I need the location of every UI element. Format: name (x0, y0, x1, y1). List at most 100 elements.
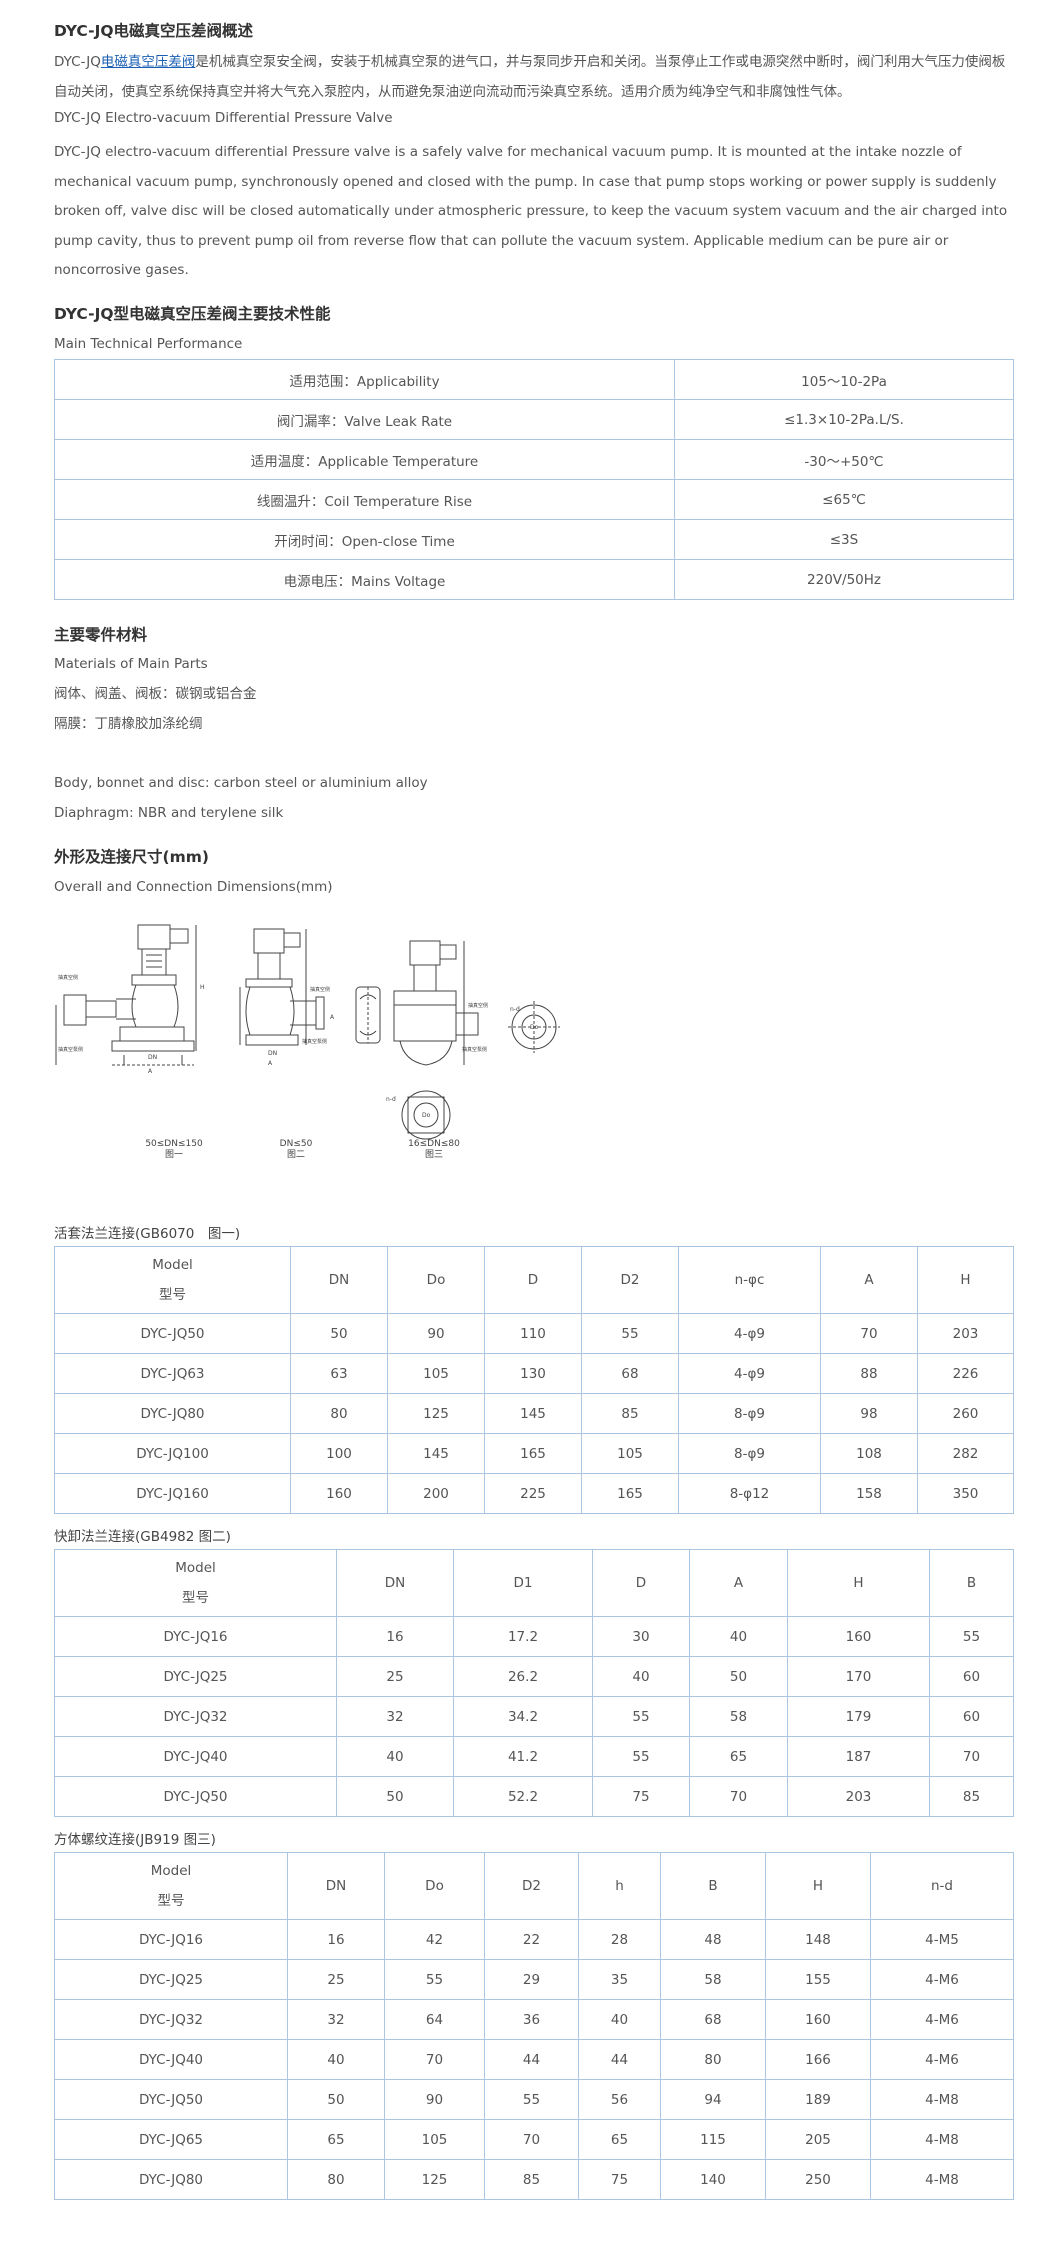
value-cell: 4-M6 (870, 2039, 1014, 2080)
value-cell: 225 (484, 1473, 582, 1514)
figure-1-valve: 抽真空侧 抽真空泵侧 H DN A (55, 924, 205, 1075)
column-header: DN (336, 1549, 454, 1617)
value-cell: 90 (384, 2079, 485, 2120)
performance-value: ≤1.3×10-2Pa.L/S. (674, 399, 1014, 440)
column-header: n-d (870, 1852, 1014, 1920)
svg-text:A: A (268, 1060, 273, 1067)
value-cell: 8-φ9 (678, 1393, 821, 1434)
svg-text:抽真空泵侧: 抽真空泵侧 (302, 1038, 327, 1045)
value-cell: 125 (384, 2159, 485, 2200)
model-cell: DYC-JQ50 (54, 1776, 337, 1817)
column-header: DN (290, 1246, 388, 1314)
performance-title: DYC-JQ型电磁真空压差阀主要技术性能 (54, 305, 331, 323)
value-cell: 60 (929, 1656, 1014, 1697)
performance-value: ≤3S (674, 519, 1014, 560)
value-cell: 35 (578, 1959, 661, 2000)
svg-text:A: A (330, 1014, 335, 1021)
value-cell: 205 (765, 2119, 871, 2160)
svg-text:Do: Do (422, 1112, 431, 1119)
value-cell: 115 (660, 2119, 766, 2160)
model-cell: DYC-JQ80 (54, 2159, 288, 2200)
valve-link[interactable]: 电磁真空压差阀 (100, 54, 196, 70)
model-cell: DYC-JQ25 (54, 1656, 337, 1697)
materials-line-2-cn: 隔膜：丁腈橡胶加涤纶绸 (54, 716, 203, 732)
header-model-cn: 型号 (182, 1590, 209, 1606)
value-cell: 32 (287, 1999, 385, 2040)
value-cell: 350 (917, 1473, 1014, 1514)
value-cell: 98 (820, 1393, 918, 1434)
value-cell: 44 (578, 2039, 661, 2080)
header-model-en: Model (175, 1560, 216, 1576)
value-cell: 50 (336, 1776, 454, 1817)
value-cell: 105 (387, 1353, 485, 1394)
model-cell: DYC-JQ25 (54, 1959, 288, 2000)
value-cell: 55 (484, 2079, 579, 2120)
svg-text:抽真空侧: 抽真空侧 (310, 986, 330, 993)
value-cell: 145 (484, 1393, 582, 1434)
column-header: D (592, 1549, 690, 1617)
value-cell: 140 (660, 2159, 766, 2200)
value-cell: 88 (820, 1353, 918, 1394)
value-cell: 4-M6 (870, 1959, 1014, 2000)
value-cell: 100 (290, 1433, 388, 1474)
value-cell: 8-φ9 (678, 1433, 821, 1474)
model-cell: DYC-JQ50 (54, 2079, 288, 2120)
value-cell: 165 (581, 1473, 679, 1514)
value-cell: 48 (660, 1919, 766, 1960)
figure-3-caption: 16≤DN≤80 图三 (384, 1139, 484, 1161)
value-cell: 16 (287, 1919, 385, 1960)
column-header: H (765, 1852, 871, 1920)
value-cell: 158 (820, 1473, 918, 1514)
value-cell: 85 (484, 2159, 579, 2200)
value-cell: 16 (336, 1616, 454, 1657)
model-cell: DYC-JQ65 (54, 2119, 288, 2160)
svg-text:n-d: n-d (386, 1096, 396, 1103)
value-cell: 34.2 (453, 1696, 593, 1737)
header-model-cn: 型号 (157, 1893, 185, 1909)
value-cell: 70 (929, 1736, 1014, 1777)
materials-subtitle: Materials of Main Parts (54, 656, 208, 672)
materials-line-2-en: Diaphragm: NBR and terylene silk (54, 805, 284, 821)
value-cell: 85 (929, 1776, 1014, 1817)
value-cell: 148 (765, 1919, 871, 1960)
performance-label: 适用温度：Applicable Temperature (54, 439, 675, 480)
header-model: Model 型号 (54, 1549, 337, 1617)
svg-text:抽真空侧: 抽真空侧 (58, 974, 78, 981)
column-header: Do (387, 1246, 485, 1314)
value-cell: 108 (820, 1433, 918, 1474)
svg-text:DN: DN (148, 1054, 157, 1061)
figure-2-label: 图二 (286, 1150, 305, 1160)
value-cell: 44 (484, 2039, 579, 2080)
performance-label: 开闭时间：Open-close Time (54, 519, 675, 560)
performance-label: 线圈温升：Coil Temperature Rise (54, 479, 675, 520)
value-cell: 250 (765, 2159, 871, 2200)
value-cell: 52.2 (453, 1776, 593, 1817)
performance-label: 阀门漏率：Valve Leak Rate (54, 399, 675, 440)
model-cell: DYC-JQ80 (54, 1393, 291, 1434)
svg-text:H: H (200, 984, 205, 991)
overview-paragraph-cn: DYC-JQ电磁真空压差阀是机械真空泵安全阀，安装于机械真空泵的进气口，并与泵同… (54, 48, 1014, 107)
value-cell: 55 (592, 1736, 690, 1777)
column-header: DN (287, 1852, 385, 1920)
model-cell: DYC-JQ50 (54, 1313, 291, 1354)
value-cell: 41.2 (453, 1736, 593, 1777)
model-cell: DYC-JQ100 (54, 1433, 291, 1474)
value-cell: 145 (387, 1433, 485, 1474)
overview-title: DYC-JQ电磁真空压差阀概述 (54, 22, 254, 40)
value-cell: 55 (929, 1616, 1014, 1657)
drawing-svg: 抽真空侧 抽真空泵侧 H DN A 抽真空侧 抽真空泵侧 DN (55, 924, 560, 1140)
performance-value: -30～+50℃ (674, 439, 1014, 480)
value-cell: 40 (592, 1656, 690, 1697)
column-header: h (578, 1852, 661, 1920)
column-header: H (787, 1549, 930, 1617)
model-cell: DYC-JQ32 (54, 1696, 337, 1737)
model-cell: DYC-JQ32 (54, 1999, 288, 2040)
value-cell: 50 (287, 2079, 385, 2120)
svg-text:Do: Do (530, 1024, 539, 1031)
